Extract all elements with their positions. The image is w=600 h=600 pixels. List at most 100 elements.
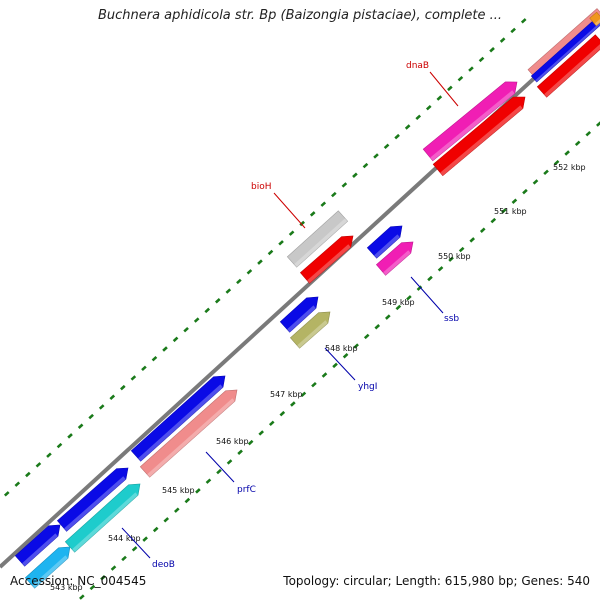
gene-label-prfC[interactable]: prfC <box>237 485 256 495</box>
gene-feature[interactable] <box>24 546 71 589</box>
tick-label-544: 544 kbp <box>108 534 141 543</box>
inner-tick-mark <box>236 278 242 285</box>
outer-tick-mark <box>374 324 381 330</box>
gene-feature[interactable] <box>422 81 518 162</box>
gene-feature[interactable] <box>589 11 600 27</box>
f-blue-543-highlight <box>22 533 59 567</box>
inner-tick-mark <box>362 162 369 169</box>
inner-tick-mark <box>478 56 485 63</box>
outer-tick-mark <box>247 439 254 446</box>
f-red-top-arrow[interactable] <box>536 34 600 98</box>
gene-feature[interactable] <box>536 34 600 98</box>
tick-label-547: 547 kbp <box>270 390 303 399</box>
accession-text: Accession: NC_004545 <box>10 574 147 588</box>
outer-tick-mark <box>142 536 148 542</box>
f-magenta-ssb-arrow[interactable] <box>375 241 414 276</box>
f-blue-544-arrow[interactable] <box>56 467 129 532</box>
f-blue-550-arrow[interactable] <box>366 225 403 259</box>
gene-feature[interactable] <box>432 96 526 177</box>
f-gray-bioH-arrow[interactable] <box>286 210 349 268</box>
gene-feature[interactable] <box>286 210 349 268</box>
f-cyan-544-arrow[interactable] <box>64 483 141 553</box>
gene-feature[interactable] <box>14 524 61 567</box>
f-magenta-dnaB-highlight <box>430 90 515 161</box>
inner-tick-mark <box>299 220 305 227</box>
outer-tick-mark <box>290 401 296 407</box>
f-salmon-546-highlight <box>147 398 235 478</box>
outer-tick-mark <box>184 497 191 504</box>
outer-tick-mark <box>353 343 359 349</box>
f-red-bioH-arrow[interactable] <box>299 235 354 284</box>
outer-tick-mark <box>258 430 264 436</box>
inner-tick-mark <box>98 404 105 410</box>
inner-tick-mark <box>130 375 137 381</box>
labels-layer: dnaB bioH ssb yhgI prfC deoB <box>121 61 459 570</box>
gene-label-ssb[interactable]: ssb <box>444 314 459 324</box>
gene-feature[interactable] <box>299 235 354 284</box>
leader-line-ssb <box>410 276 444 314</box>
outer-tick-mark <box>110 565 117 571</box>
gene-feature[interactable] <box>366 225 403 259</box>
gene-feature[interactable] <box>279 296 319 333</box>
inner-tick-mark <box>56 442 63 449</box>
inner-tick-mark <box>457 76 464 82</box>
inner-tick-mark <box>404 124 411 130</box>
inner-tick-mark <box>141 365 147 372</box>
gene-feature[interactable] <box>56 467 129 532</box>
f-olive-548-arrow[interactable] <box>289 311 331 349</box>
f-red-dnaB-highlight <box>440 105 523 176</box>
outer-tick-mark <box>311 381 317 388</box>
inner-tick-mark <box>373 153 379 159</box>
f-orange-top-arrow[interactable] <box>589 11 600 27</box>
outer-tick-mark <box>174 507 180 513</box>
inner-tick-mark <box>520 18 527 24</box>
gene-label-deoB[interactable]: deoB <box>152 560 175 570</box>
gene-feature[interactable] <box>289 311 331 349</box>
inner-tick-mark <box>183 326 189 333</box>
inner-tick-mark <box>267 249 274 256</box>
inner-tick-mark <box>225 288 232 294</box>
gene-label-yhgI[interactable]: yhgI <box>358 382 377 392</box>
inner-tick-mark <box>468 66 474 72</box>
f-blue-543-arrow[interactable] <box>14 524 61 567</box>
gene-feature[interactable] <box>64 483 141 553</box>
inner-tick-mark <box>436 95 443 101</box>
gene-feature[interactable] <box>139 389 238 478</box>
tick-label-548: 548 kbp <box>325 344 358 353</box>
gene-feature[interactable] <box>375 241 414 276</box>
inner-tick-mark <box>415 114 422 121</box>
leader-line-bioH <box>273 192 306 229</box>
f-lightblue-543-arrow[interactable] <box>24 546 71 589</box>
outer-tick-mark <box>406 295 412 301</box>
outer-tick-mark <box>501 208 507 214</box>
inner-tick-mark <box>88 413 94 420</box>
f-blue-548-arrow[interactable] <box>279 296 319 333</box>
inner-tick-mark <box>499 37 506 43</box>
f-salmon-546-arrow[interactable] <box>139 389 238 478</box>
outer-tick-mark <box>448 256 454 262</box>
outer-tick-mark <box>342 353 349 359</box>
inner-tick-mark <box>162 346 168 352</box>
gene-label-bioH[interactable]: bioH <box>251 182 272 192</box>
gene-feature[interactable] <box>130 375 226 462</box>
inner-tick-mark <box>172 336 179 343</box>
f-magenta-dnaB-arrow[interactable] <box>422 81 518 162</box>
f-magenta-ssb-highlight <box>383 250 411 276</box>
leader-line-yhgI <box>324 347 356 381</box>
gene-label-dnaB[interactable]: dnaB <box>406 61 429 71</box>
f-blue-546-arrow[interactable] <box>130 375 226 462</box>
outer-tick-mark <box>332 362 338 369</box>
f-lightblue-543-highlight <box>32 555 68 589</box>
outer-tick-mark <box>596 121 600 127</box>
tick-label-546: 546 kbp <box>216 437 249 446</box>
f-red-dnaB-arrow[interactable] <box>432 96 526 177</box>
outer-tick-mark <box>321 372 328 378</box>
f-orange-top-highlight <box>594 18 600 26</box>
f-red-top-highlight <box>544 44 600 98</box>
inner-tick-mark <box>510 27 516 34</box>
inner-tick-mark <box>489 47 495 53</box>
outer-tick-mark <box>363 333 370 340</box>
features-layer[interactable] <box>14 8 600 589</box>
inner-tick-mark <box>394 133 400 140</box>
